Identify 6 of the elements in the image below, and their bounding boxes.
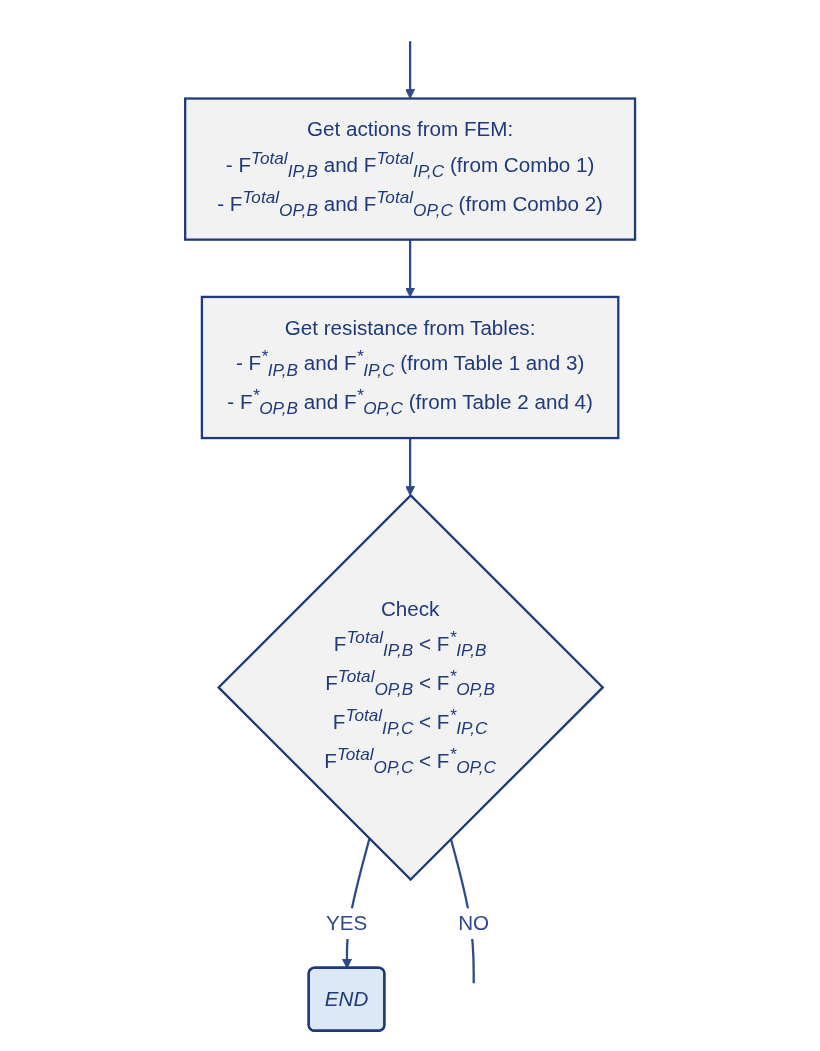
node-box: Get resistance from Tables: - F$^{*}$$_{IP,B}$ and F$^{*}$$_{IP,C}$ (from Table 1 and 3) - F$^{*}$$_{OP,B}$ and F$^{*}$$_{OP,C}$ (from Table 2 and 4)	[200, 295, 620, 440]
arrow	[404, 438, 416, 496]
arrow	[404, 41, 416, 99]
node-box: Get actions from FEM: - F$^{Total}$$_{IP,B}$ and F$^{Total}$$_{IP,C}$ (from Combo 1) - F$^{Total}$$_{OP,B}$ and F$^{Total}$$_{OP,C}$ (from Combo 2)	[183, 97, 637, 241]
edge-label: YES	[325, 911, 368, 935]
edge-label: NO	[458, 911, 490, 935]
